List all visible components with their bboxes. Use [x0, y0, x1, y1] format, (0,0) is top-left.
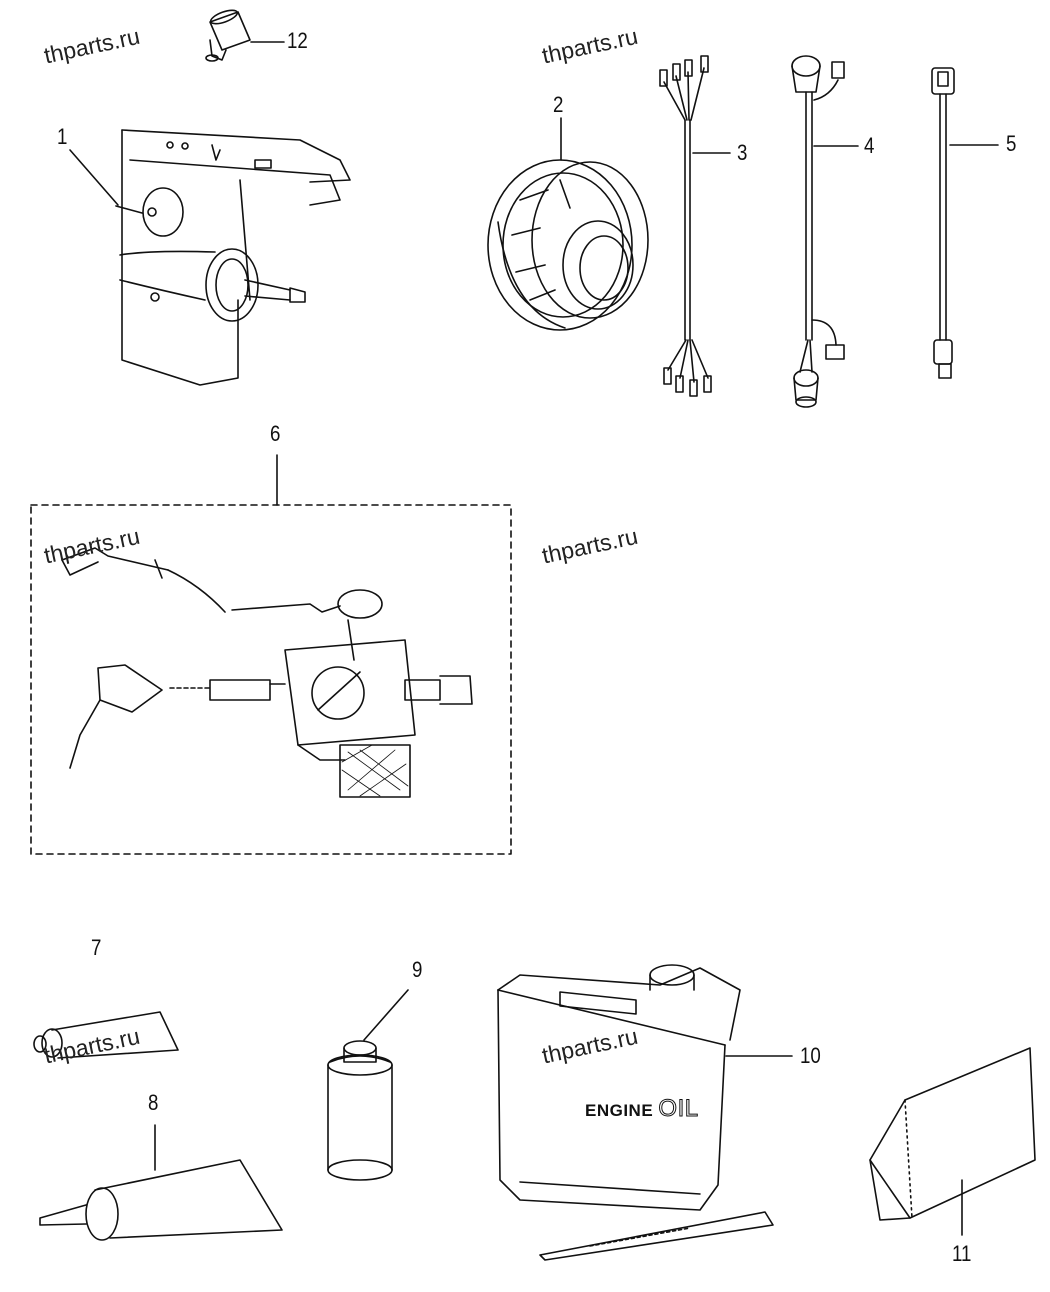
part-4-harness — [791, 55, 859, 408]
part-8-tube — [39, 1124, 283, 1241]
callout-10: 10 — [800, 1043, 821, 1068]
oil-label-suffix: OIL — [658, 1095, 699, 1123]
part-5-lead — [931, 67, 999, 379]
callout-2: 2 — [553, 92, 564, 117]
part-6-kit — [30, 454, 512, 855]
part-12-sleeve — [205, 9, 285, 62]
oil-label-prefix: ENGINE — [585, 1101, 654, 1120]
part-7-tube — [33, 1011, 179, 1059]
part-1-gearcase — [69, 129, 351, 386]
callout-4: 4 — [864, 133, 875, 158]
callout-7: 7 — [91, 935, 102, 960]
part-11-bag — [869, 1047, 1036, 1236]
callout-8: 8 — [148, 1090, 159, 1115]
oil-jug-label: ENGINE OIL — [585, 1095, 699, 1123]
callout-6: 6 — [270, 421, 281, 446]
callout-11: 11 — [952, 1241, 972, 1266]
callout-1: 1 — [57, 124, 68, 149]
part-9-can — [327, 989, 409, 1181]
callout-3: 3 — [737, 140, 748, 165]
callout-12: 12 — [287, 28, 308, 53]
part-2-stator — [487, 117, 649, 331]
part-3-harness — [659, 55, 731, 397]
callout-5: 5 — [1006, 131, 1017, 156]
part-10-oil-jug — [497, 964, 793, 1261]
callout-9: 9 — [412, 957, 423, 982]
